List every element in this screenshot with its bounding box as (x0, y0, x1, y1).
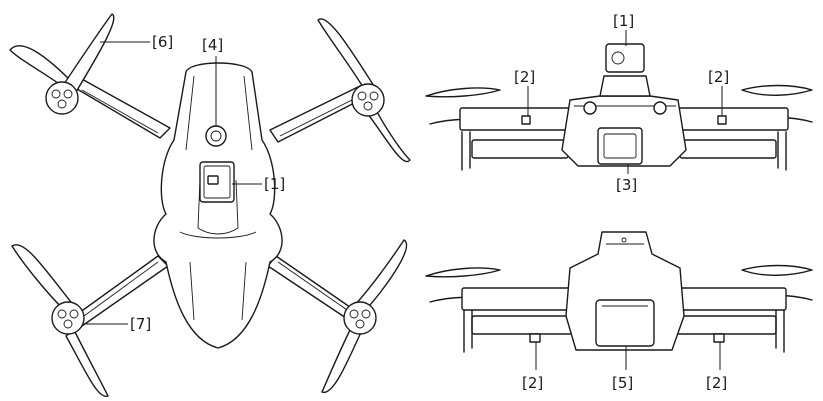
front-view-drone (425, 43, 813, 171)
label-front-gimbal-camera: [1] (613, 12, 634, 30)
callout-labels: [6] [4] [1] [7] [1] [2] [2] [3] [2] [5] … (130, 12, 729, 392)
label-battery: [5] (612, 374, 633, 392)
front-legs (461, 131, 787, 171)
label-top-button: [4] (202, 36, 223, 54)
label-rear-arm-left: [2] (522, 374, 543, 392)
leader-lines (84, 30, 723, 370)
motor-front-left (45, 81, 79, 115)
label-rear-arm-right: [2] (706, 374, 727, 392)
arm-front-left (71, 77, 171, 139)
rear-arms (461, 287, 787, 343)
front-gimbal-camera-icon (599, 43, 651, 97)
label-front-arm-left: [2] (514, 68, 535, 86)
propeller-rear-left (11, 244, 109, 397)
front-camera-lens-icon (597, 127, 643, 165)
arm-rear-left (71, 255, 169, 327)
label-propeller: [6] (152, 33, 173, 51)
top-button-icon (205, 125, 227, 147)
front-arms (459, 107, 789, 159)
motor-rear-right (343, 301, 377, 335)
top-view-body (153, 62, 283, 349)
motor-rear-left (51, 301, 85, 335)
label-top-gimbal-camera: [1] (264, 175, 285, 193)
rear-battery-icon (595, 299, 655, 347)
motor-front-right (351, 83, 385, 117)
label-camera-lens: [3] (616, 176, 637, 194)
propeller-front-left (9, 13, 115, 93)
label-front-arm-right: [2] (708, 68, 729, 86)
top-view-gimbal-icon (199, 161, 235, 203)
top-view-drone (9, 13, 411, 397)
label-motor: [7] (130, 315, 151, 333)
propeller-rear-right (321, 239, 408, 394)
rear-view-drone (425, 231, 813, 353)
rear-legs (463, 309, 785, 353)
